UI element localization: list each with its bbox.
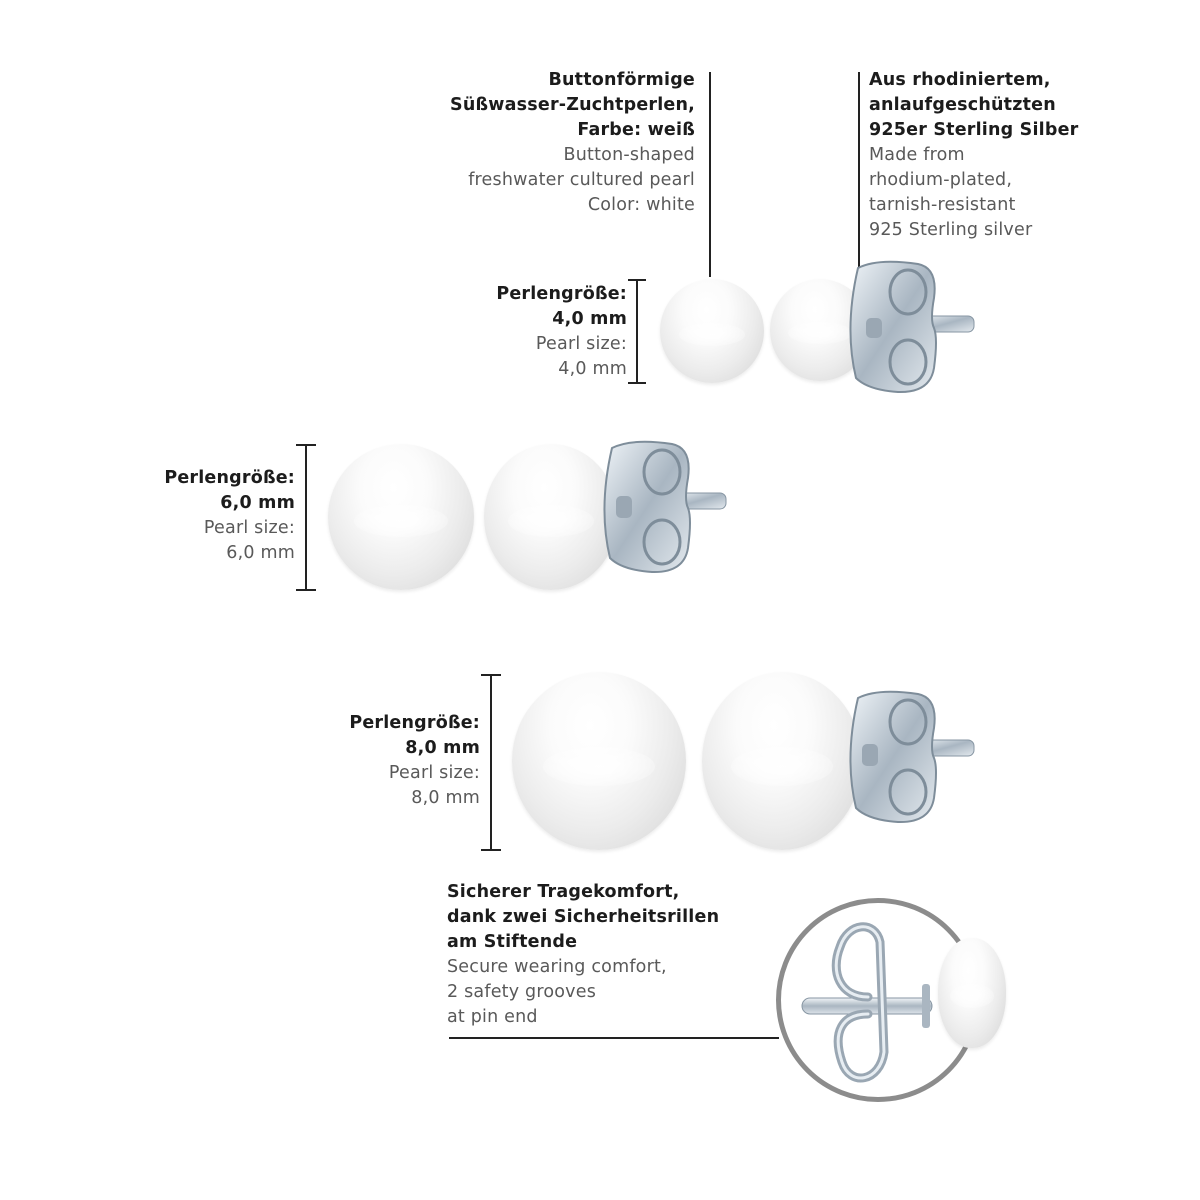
size-de-value: 6,0 mm <box>220 493 295 513</box>
size-en-value: 8,0 mm <box>411 788 480 808</box>
size-de-label: Perlengröße: <box>349 713 480 733</box>
material-callout: Aus rhodiniertem, anlaufgeschützten 925e… <box>869 68 1189 243</box>
size-label-8mm: Perlengröße: 8,0 mm Pearl size: 8,0 mm <box>290 711 480 811</box>
comfort-callout: Sicherer Tragekomfort, dank zwei Sicherh… <box>447 880 777 1030</box>
material-leader-line <box>858 72 860 268</box>
material-de-line-3: 925er Sterling Silber <box>869 120 1079 140</box>
comfort-de-line-2: dank zwei Sicherheitsrillen <box>447 907 720 927</box>
pearl-type-en-line-3: Color: white <box>587 195 695 215</box>
earring-back-icon <box>849 690 975 824</box>
material-en-line-3: tarnish-resistant <box>869 195 1016 215</box>
size-de-label: Perlengröße: <box>164 468 295 488</box>
pearl-type-de-line-1: Buttonförmige <box>548 70 695 90</box>
pearl-type-leader-line <box>709 72 711 277</box>
size-label-4mm: Perlengröße: 4,0 mm Pearl size: 4,0 mm <box>430 282 627 382</box>
pearl-type-en-line-2: freshwater cultured pearl <box>468 170 695 190</box>
size-en-label: Pearl size: <box>203 518 295 538</box>
size-en-value: 6,0 mm <box>226 543 295 563</box>
comfort-leader-line <box>449 1037 779 1039</box>
size-en-value: 4,0 mm <box>558 359 627 379</box>
earring-back-icon <box>849 260 975 394</box>
material-de-line-1: Aus rhodiniertem, <box>869 70 1051 90</box>
safety-groove-detail-icon <box>801 922 933 1083</box>
pearl-type-callout: Buttonförmige Süßwasser-Zuchtperlen, Far… <box>380 68 695 218</box>
size-en-label: Pearl size: <box>388 763 480 783</box>
pearl-type-en-line-1: Button-shaped <box>563 145 695 165</box>
size-label-6mm: Perlengröße: 6,0 mm Pearl size: 6,0 mm <box>100 466 295 566</box>
comfort-en-line-1: Secure wearing comfort, <box>447 957 667 977</box>
material-en-line-2: rhodium-plated, <box>869 170 1013 190</box>
comfort-en-line-2: 2 safety grooves <box>447 982 597 1002</box>
pearl-type-de-line-3: Farbe: weiß <box>577 120 695 140</box>
pearl-side-detail <box>938 938 1006 1048</box>
pearl-4mm-front <box>660 279 764 383</box>
size-en-label: Pearl size: <box>535 334 627 354</box>
size-de-value: 4,0 mm <box>552 309 627 329</box>
material-en-line-1: Made from <box>869 145 965 165</box>
material-de-line-2: anlaufgeschützten <box>869 95 1056 115</box>
comfort-en-line-3: at pin end <box>447 1007 538 1027</box>
pearl-8mm-front <box>512 672 686 850</box>
pearl-6mm-front <box>328 444 474 590</box>
pearl-type-de-line-2: Süßwasser-Zuchtperlen, <box>450 95 695 115</box>
size-de-value: 8,0 mm <box>405 738 480 758</box>
pearl-8mm-side <box>702 672 862 850</box>
pearl-6mm-side <box>484 444 618 590</box>
size-de-label: Perlengröße: <box>496 284 627 304</box>
comfort-de-line-3: am Stiftende <box>447 932 578 952</box>
material-en-line-4: 925 Sterling silver <box>869 220 1033 240</box>
earring-back-icon <box>603 440 727 574</box>
comfort-de-line-1: Sicherer Tragekomfort, <box>447 882 680 902</box>
